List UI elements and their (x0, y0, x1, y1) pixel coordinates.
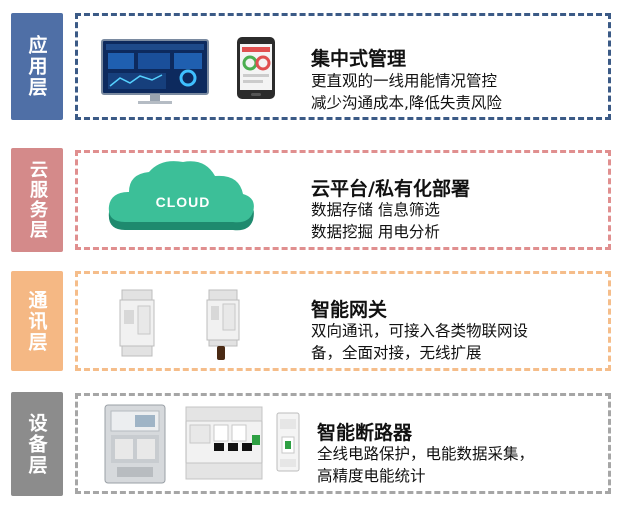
layer-label-communication: 通讯层 (11, 271, 63, 371)
cloud-text: CLOUD (156, 194, 211, 210)
layer-panel-device (75, 393, 611, 494)
circuit-breaker-icon (185, 406, 263, 480)
din-rail-gateway-icon (119, 289, 155, 357)
layer-desc-line-1-device: 全线电路保护，电能数据采集， (317, 445, 535, 463)
layer-panel-application (75, 13, 611, 120)
layer-desc-line-2-cloud-service: 数据挖掘 用电分析 (311, 223, 440, 241)
layer-label-device: 设备层 (11, 392, 63, 496)
layer-desc-line-2-application: 减少沟通成本,降低失责风险 (311, 94, 502, 112)
layer-panel-cloud-service (75, 150, 611, 250)
layer-desc-line-2-communication: 备，全面对接，无线扩展 (311, 344, 482, 362)
layer-desc-line-1-communication: 双向通讯，可接入各类物联网设 (311, 322, 529, 340)
layer-title-device: 智能断路器 (317, 422, 413, 444)
layer-desc-line-1-application: 更直观的一线用能情况管控 (311, 72, 498, 90)
dashboard-monitor-icon (101, 39, 209, 104)
layer-panel-communication (75, 271, 611, 371)
layer-label-cloud-service: 云服务层 (11, 148, 63, 252)
layer-desc-line-1-cloud-service: 数据存储 信息筛选 (311, 201, 440, 219)
meter-cabinet-icon (104, 404, 166, 484)
antenna-gateway-icon (206, 289, 240, 360)
layer-title-cloud-service: 云平台/私有化部署 (311, 178, 470, 200)
layer-desc-line-2-device: 高精度电能统计 (317, 467, 426, 485)
mini-breaker-icon (276, 412, 300, 472)
layer-title-application: 集中式管理 (311, 48, 407, 70)
smartphone-icon (237, 37, 275, 99)
layer-title-communication: 智能网关 (311, 299, 388, 321)
layer-label-application: 应用层 (11, 13, 63, 120)
cloud-icon: CLOUD (108, 161, 254, 231)
